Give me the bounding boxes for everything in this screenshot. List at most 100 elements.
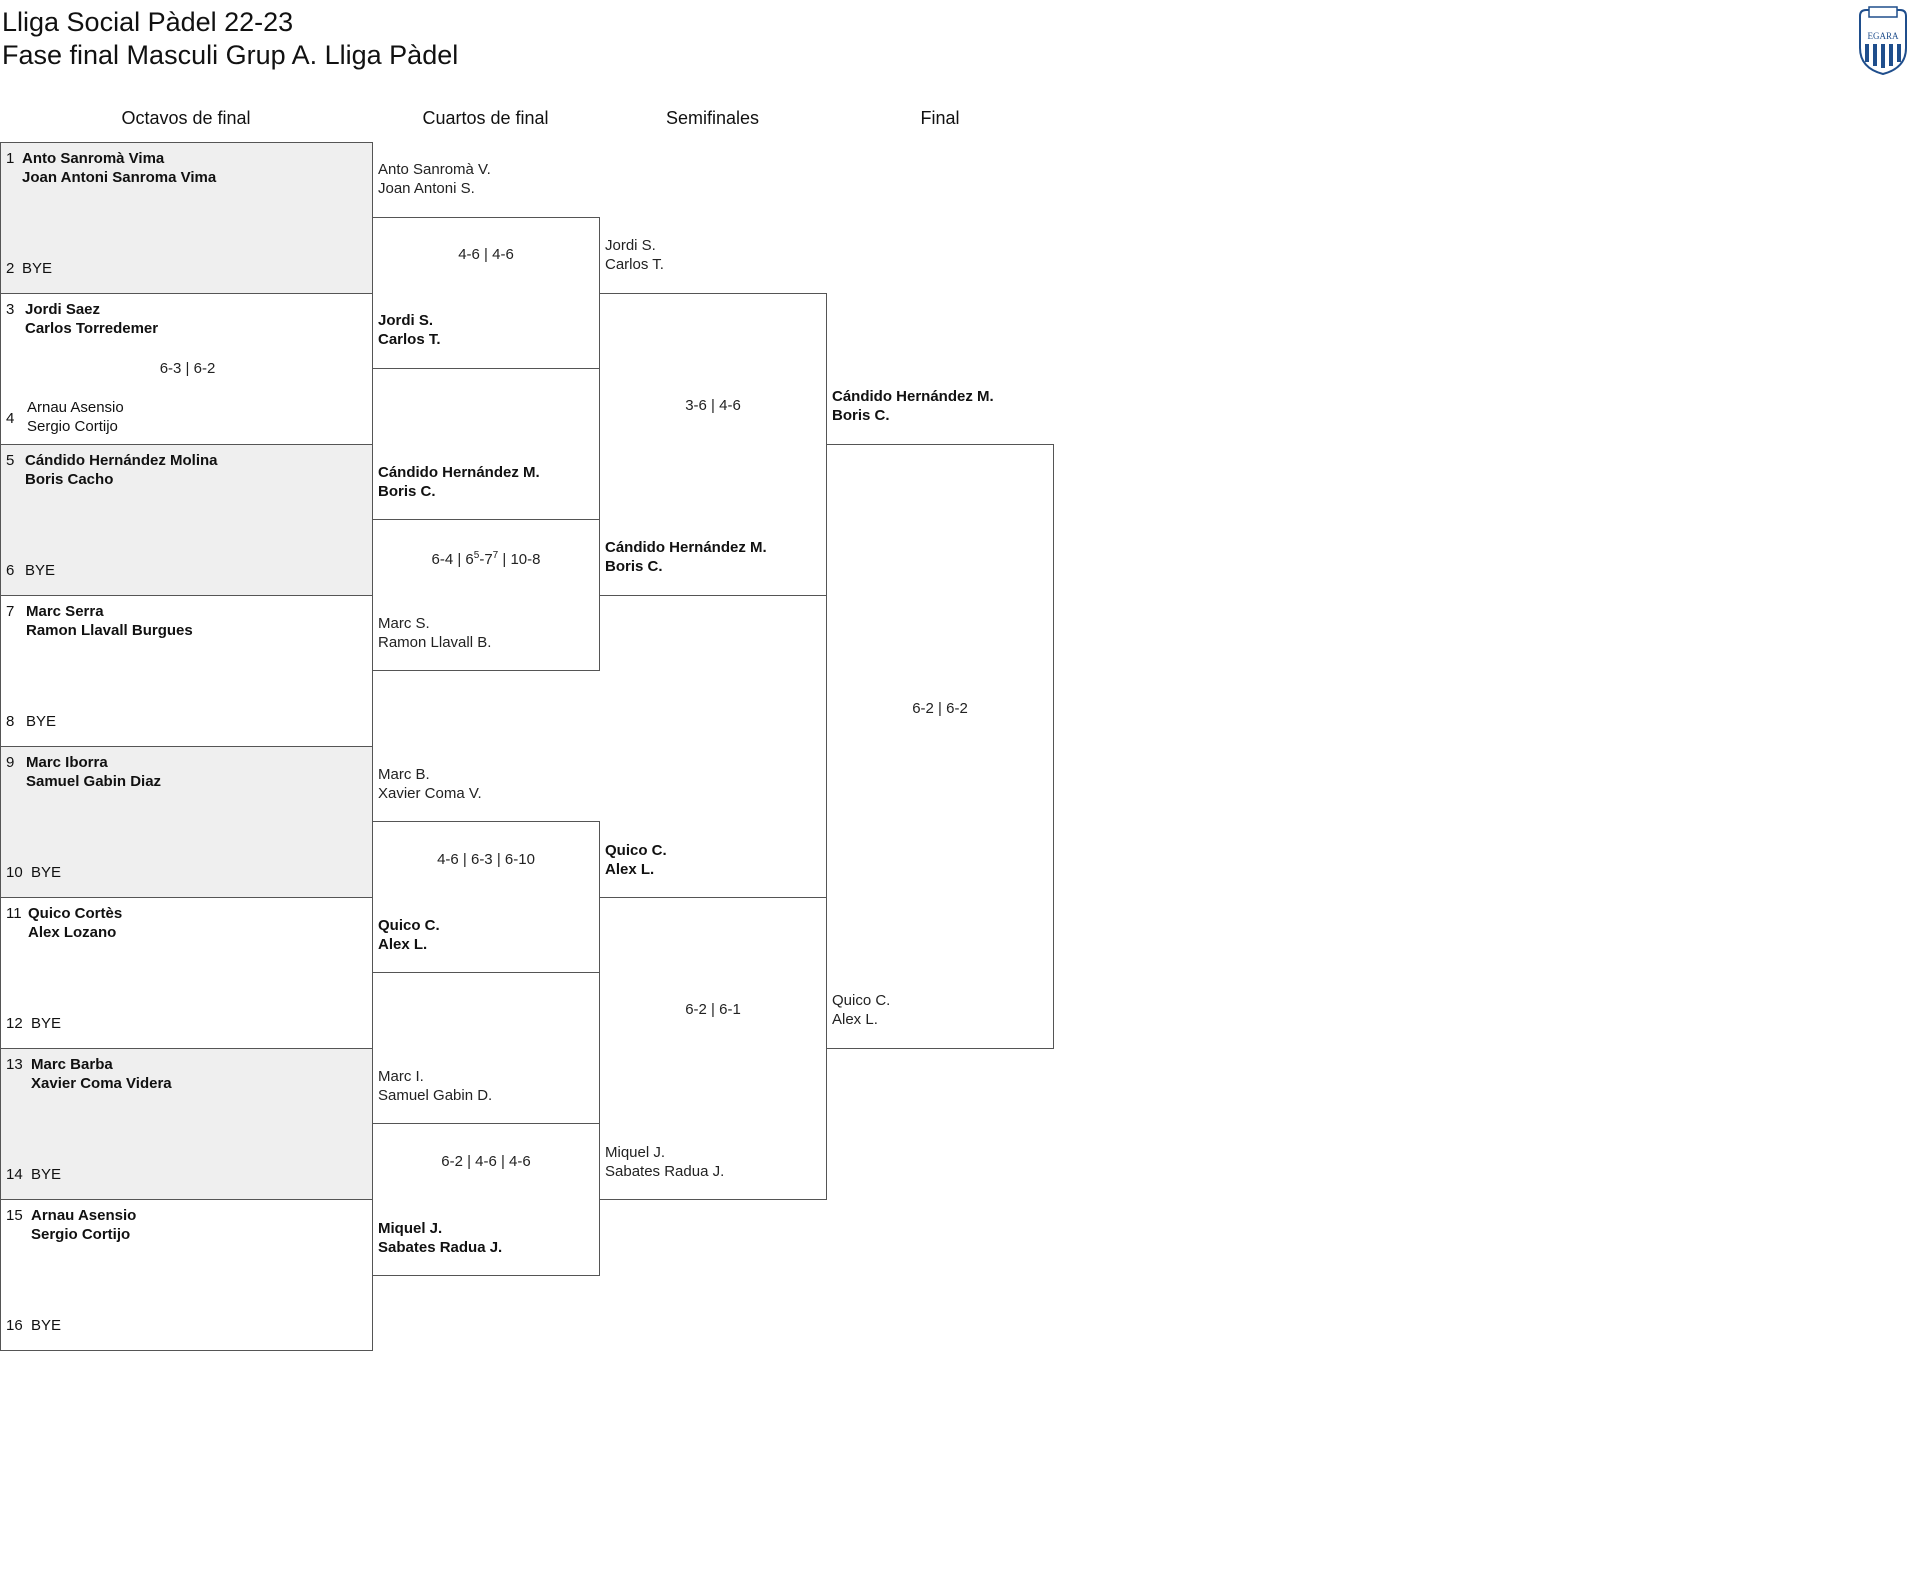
seed-number: 1 bbox=[6, 150, 15, 167]
page-subtitle: Fase final Masculi Grup A. Lliga Pàdel bbox=[2, 40, 459, 70]
seed-number: 6 bbox=[6, 562, 15, 579]
player-name: Miquel J. bbox=[605, 1144, 666, 1161]
match-score: 6-2 | 4-6 | 4-6 bbox=[441, 1153, 531, 1170]
player-name: Sergio Cortijo bbox=[27, 418, 118, 435]
match-score: 4-6 | 4-6 bbox=[458, 246, 514, 263]
player-name: Ramon Llavall Burgues bbox=[26, 622, 193, 639]
player-name: Quico C. bbox=[832, 992, 891, 1009]
player-name: Jordi S. bbox=[378, 312, 434, 329]
seed-number: 7 bbox=[6, 603, 15, 620]
qf-2-team-b: Marc S.Ramon Llavall B. bbox=[378, 614, 491, 652]
player-name: Arnau Asensio bbox=[27, 399, 124, 416]
player-name: BYE bbox=[31, 1166, 62, 1183]
header: Lliga Social Pàdel 22-23 Fase final Masc… bbox=[2, 6, 458, 72]
seed-number: 14 bbox=[6, 1166, 23, 1183]
match-score: 3-6 | 4-6 bbox=[685, 397, 741, 414]
player-name: Cándido Hernández M. bbox=[605, 539, 767, 556]
player-name: Sergio Cortijo bbox=[31, 1226, 131, 1243]
player-name: BYE bbox=[31, 1317, 62, 1334]
player-name: Sabates Radua J. bbox=[378, 1239, 503, 1256]
player-name: Sabates Radua J. bbox=[605, 1163, 725, 1180]
page-title: Lliga Social Pàdel 22-23 bbox=[2, 7, 294, 37]
qf-1-team-b: Jordi S. Carlos T. bbox=[378, 311, 441, 349]
seed-number: 16 bbox=[6, 1317, 23, 1334]
player-name: Cándido Hernández Molina bbox=[25, 452, 218, 469]
player-name: Boris C. bbox=[832, 407, 890, 424]
player-name: Carlos T. bbox=[605, 256, 664, 273]
player-name: Anto Sanromà V. bbox=[378, 161, 491, 178]
qf-3-team-b: Quico C. Alex L. bbox=[378, 916, 440, 954]
seed-number: 12 bbox=[6, 1015, 23, 1032]
player-name: Miquel J. bbox=[378, 1220, 443, 1237]
player-name: Samuel Gabin D. bbox=[378, 1087, 493, 1104]
player-name: BYE bbox=[22, 260, 53, 277]
player-name: Marc Iborra bbox=[26, 754, 108, 771]
sf-1-team-b: Cándido Hernández M. Boris C. bbox=[605, 538, 767, 576]
qf-1-team-a: Anto Sanromà V. Joan Antoni S. bbox=[378, 160, 491, 198]
player-name: Quico C. bbox=[378, 917, 440, 934]
sf-1-team-a: Jordi S. Carlos T. bbox=[605, 236, 664, 274]
match-score: 6-4 | 65-77 | 10-8 bbox=[431, 550, 541, 568]
player-name: Xavier Coma V. bbox=[378, 785, 482, 802]
player-name: Marc B. bbox=[378, 766, 430, 783]
seed-number: 13 bbox=[6, 1056, 23, 1073]
player-name: Anto Sanromà Vima bbox=[22, 150, 165, 167]
player-name: Marc Serra bbox=[26, 603, 104, 620]
seed-number: 8 bbox=[6, 713, 15, 730]
qf-3-team-a: Marc B. Xavier Coma V. bbox=[378, 765, 482, 803]
player-name: Arnau Asensio bbox=[31, 1207, 137, 1224]
player-name: Quico Cortès bbox=[28, 905, 123, 922]
player-name: Alex L. bbox=[378, 936, 428, 953]
seed-number: 3 bbox=[6, 301, 15, 318]
player-name: Alex L. bbox=[605, 861, 655, 878]
player-name: Carlos Torredemer bbox=[25, 320, 159, 337]
qf-4-team-b: Miquel J. Sabates Radua J. bbox=[378, 1219, 502, 1257]
player-name: Samuel Gabin Diaz bbox=[26, 773, 162, 790]
logo-text: EGARA bbox=[1868, 31, 1899, 41]
player-name: Cándido Hernández M. bbox=[832, 388, 994, 405]
round-title-qf: Cuartos de final bbox=[422, 108, 549, 128]
match-score: 6-3 | 6-2 bbox=[159, 360, 216, 377]
player-name: Xavier Coma Videra bbox=[31, 1075, 172, 1092]
player-name: Boris C. bbox=[605, 558, 663, 575]
player-name: Cándido Hernández M. bbox=[378, 464, 540, 481]
qf-4-team-a: Marc I.Samuel Gabin D. bbox=[378, 1067, 492, 1105]
player-name: Boris C. bbox=[378, 483, 436, 500]
seed-number: 9 bbox=[6, 754, 15, 771]
match-score: 4-6 | 6-3 | 6-10 bbox=[437, 851, 535, 868]
round-title-r16: Octavos de final bbox=[121, 108, 251, 128]
player-name: BYE bbox=[25, 562, 56, 579]
player-name: Quico C. bbox=[605, 842, 667, 859]
player-name: Jordi S. bbox=[605, 237, 656, 254]
player-name: Carlos T. bbox=[378, 331, 441, 348]
round-title-final: Final bbox=[920, 108, 960, 128]
player-name: BYE bbox=[31, 1015, 62, 1032]
player-name: BYE bbox=[31, 864, 62, 881]
player-name: Jordi Saez bbox=[25, 301, 101, 318]
player-name: Boris Cacho bbox=[25, 471, 114, 488]
qf-2-team-a: Cándido Hernández M. Boris C. bbox=[378, 463, 540, 501]
player-name: Joan Antoni Sanroma Vima bbox=[22, 169, 217, 186]
player-name: Joan Antoni S. bbox=[378, 180, 475, 197]
final-match bbox=[826, 444, 1054, 1049]
player-name: Alex Lozano bbox=[28, 924, 117, 941]
sf-2-team-b: Miquel J. Sabates Radua J. bbox=[605, 1143, 724, 1181]
club-logo-icon: EGARA bbox=[1859, 6, 1907, 76]
player-name: BYE bbox=[26, 713, 57, 730]
match-score: 6-2 | 6-1 bbox=[685, 1001, 741, 1018]
final-team-a: Cándido Hernández M. Boris C. bbox=[832, 387, 994, 425]
player-name: Marc S. bbox=[378, 615, 430, 632]
sf-2-team-a: Quico C. Alex L. bbox=[605, 841, 667, 879]
seed-number: 11 bbox=[6, 905, 22, 922]
player-name: Alex L. bbox=[832, 1011, 878, 1028]
match-score: 6-2 | 6-2 bbox=[912, 700, 968, 717]
seed-number: 2 bbox=[6, 260, 15, 277]
